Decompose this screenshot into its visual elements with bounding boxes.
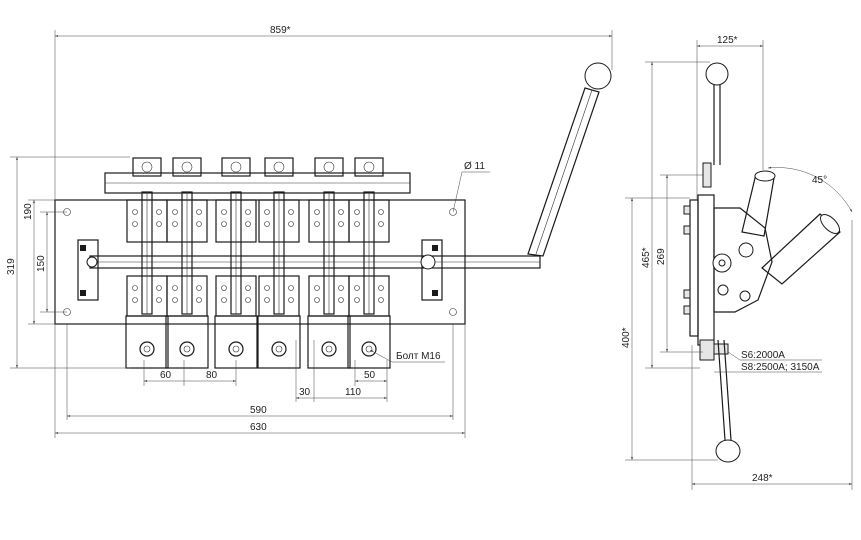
left-bracket <box>77 239 99 301</box>
pole-bottom-terminal <box>125 315 169 369</box>
label-bolt: Болт М16 <box>396 351 441 362</box>
side-mounting-plate <box>689 199 699 337</box>
dim-top-width: 125* <box>717 35 738 46</box>
dim-gap-30: 30 <box>299 387 311 398</box>
pole-bottom-terminal <box>307 315 351 369</box>
pole-top-terminal <box>314 157 344 177</box>
dim-overall-width: 859* <box>270 25 291 36</box>
dim-edge-50: 50 <box>364 370 376 381</box>
dim-height-400: 400* <box>621 327 632 348</box>
dim-plate-width: 590 <box>250 405 267 416</box>
pole-top-terminal <box>221 157 251 177</box>
poles <box>125 157 391 369</box>
dim-bottom-width: 248* <box>752 473 773 484</box>
side-mechanism <box>713 207 773 313</box>
pole-bottom-terminal <box>257 315 301 369</box>
dim-height-319: 319 <box>6 258 17 275</box>
dim-base-width: 630 <box>250 422 267 433</box>
note-s6: S6:2000A <box>741 350 785 361</box>
pole-bottom-terminal <box>347 315 391 369</box>
note-s8: S8:2500A; 3150A <box>741 362 820 373</box>
pole-top-terminal <box>264 157 294 177</box>
dim-pitch-60: 60 <box>160 370 172 381</box>
side-handle <box>705 62 741 463</box>
right-bracket <box>421 239 443 301</box>
dim-height-465: 465* <box>641 247 652 268</box>
side-view: 45° 125* 465* 269 400* 248* S6:2000A S8:… <box>621 35 853 490</box>
dim-angle: 45° <box>812 175 827 186</box>
operating-handle <box>527 62 612 257</box>
dim-height-190: 190 <box>23 203 34 220</box>
pole-top-terminal <box>172 157 202 177</box>
dim-height-150: 150 <box>36 255 47 272</box>
pole-bottom-terminal <box>165 315 209 369</box>
side-bolts <box>683 162 729 361</box>
front-view: Ø 11 Болт М16 859* 630 590 60 80 50 <box>6 25 613 438</box>
dim-height-269: 269 <box>656 248 667 265</box>
dim-span-110: 110 <box>345 387 361 398</box>
pole-top-terminal <box>354 157 384 177</box>
pole-top-terminal <box>132 157 162 177</box>
dim-hole-diameter: Ø 11 <box>464 161 485 172</box>
dim-pitch-80: 80 <box>206 370 218 381</box>
